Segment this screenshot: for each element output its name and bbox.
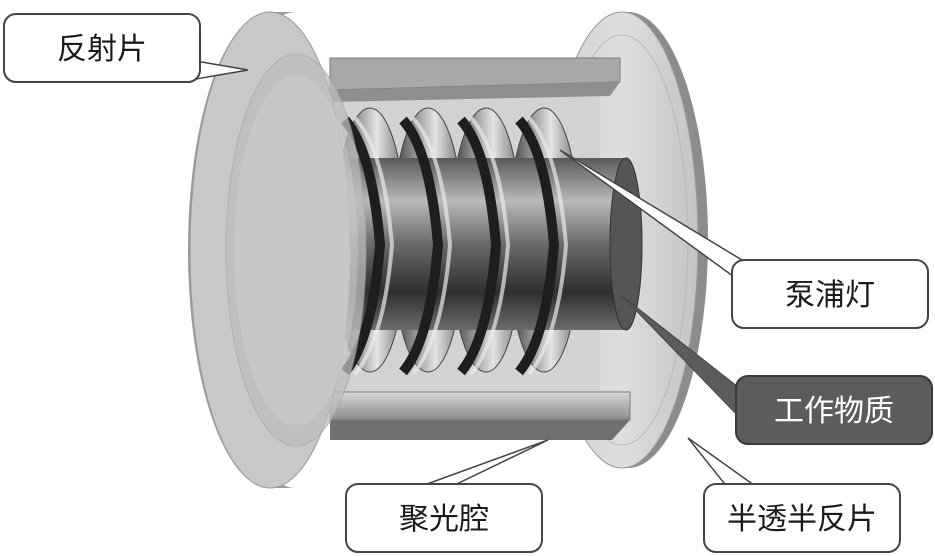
callout-gain-medium: 工作物质 xyxy=(735,375,933,445)
pump-lamp-coil-fronts xyxy=(341,116,569,376)
callout-pump-lamp: 泵浦灯 xyxy=(731,259,929,329)
reflector-plate xyxy=(188,11,367,489)
output-coupler-leader xyxy=(687,437,761,489)
callout-output-coupler-label: 半透半反片 xyxy=(727,502,877,537)
callout-pump-lamp-label: 泵浦灯 xyxy=(785,278,875,313)
leader-lines xyxy=(189,59,761,493)
cavity-bottom-bar xyxy=(329,391,631,440)
callout-cavity-label: 聚光腔 xyxy=(399,502,489,537)
callout-output-coupler: 半透半反片 xyxy=(703,483,901,553)
callout-reflector-label: 反射片 xyxy=(57,32,147,67)
callout-cavity: 聚光腔 xyxy=(345,483,543,553)
callout-gain-medium-label: 工作物质 xyxy=(774,394,894,429)
callout-reflector: 反射片 xyxy=(3,13,201,83)
cavity-top-bar xyxy=(329,57,621,102)
